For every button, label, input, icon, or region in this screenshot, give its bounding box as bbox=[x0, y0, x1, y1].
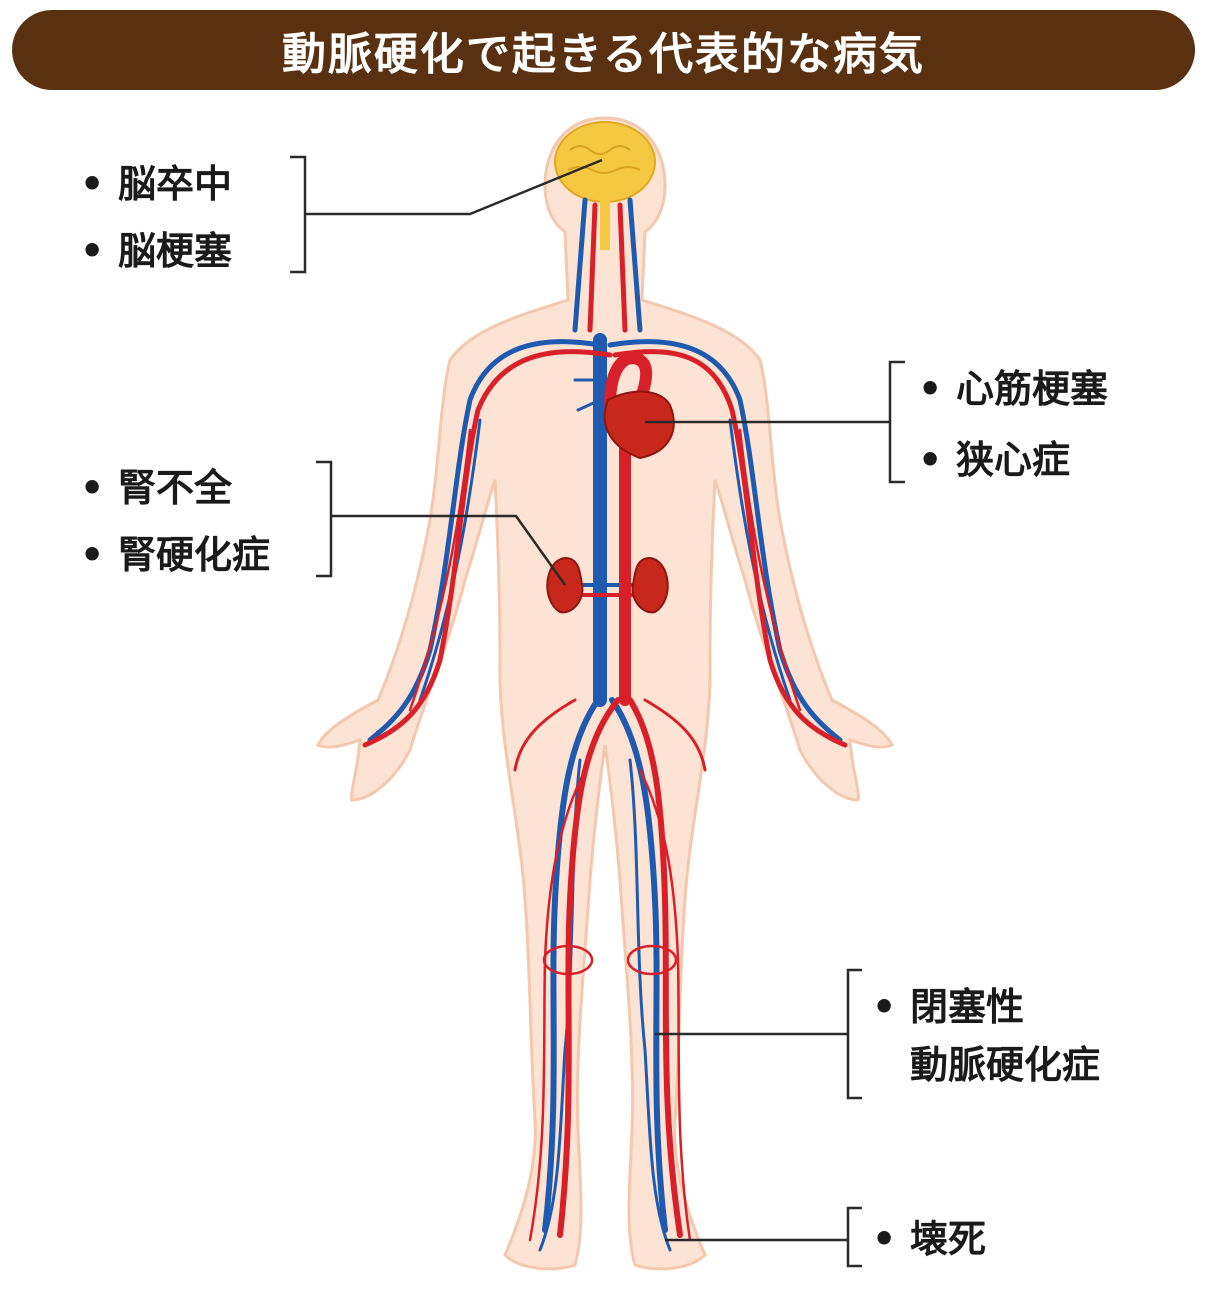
brain-illustration bbox=[554, 121, 656, 250]
bullet-icon: • bbox=[918, 367, 943, 411]
foot-label-necrosis: •壊死 bbox=[872, 1217, 987, 1261]
legs-label-line1: •閉塞性 bbox=[872, 985, 1025, 1029]
heart-label-angina: •狭心症 bbox=[918, 438, 1071, 482]
knee-vessels bbox=[542, 944, 678, 976]
bullet-icon: • bbox=[872, 1217, 897, 1261]
bullet-icon: • bbox=[80, 229, 105, 273]
heart-label-infarction: •心筋梗塞 bbox=[918, 367, 1109, 411]
bullet-icon: • bbox=[872, 985, 897, 1029]
kidney-label-sclerosis: •腎硬化症 bbox=[80, 533, 271, 577]
brain-label-stroke: •脳卒中 bbox=[80, 162, 233, 206]
bullet-icon: • bbox=[918, 438, 943, 482]
legs-label-line2: 動脈硬化症 bbox=[910, 1043, 1101, 1087]
kidney-label-failure: •腎不全 bbox=[80, 466, 233, 510]
bullet-icon: • bbox=[80, 162, 105, 206]
brain-label-infarction: •脳梗塞 bbox=[80, 229, 233, 273]
page-title: 動脈硬化で起きる代表的な病気 bbox=[281, 29, 926, 80]
bullet-icon: • bbox=[80, 466, 105, 510]
title-bar: 動脈硬化で起きる代表的な病気 bbox=[12, 10, 1195, 90]
heart-illustration bbox=[603, 390, 675, 460]
leader-lines bbox=[290, 155, 905, 1268]
bullet-icon: • bbox=[80, 533, 105, 577]
